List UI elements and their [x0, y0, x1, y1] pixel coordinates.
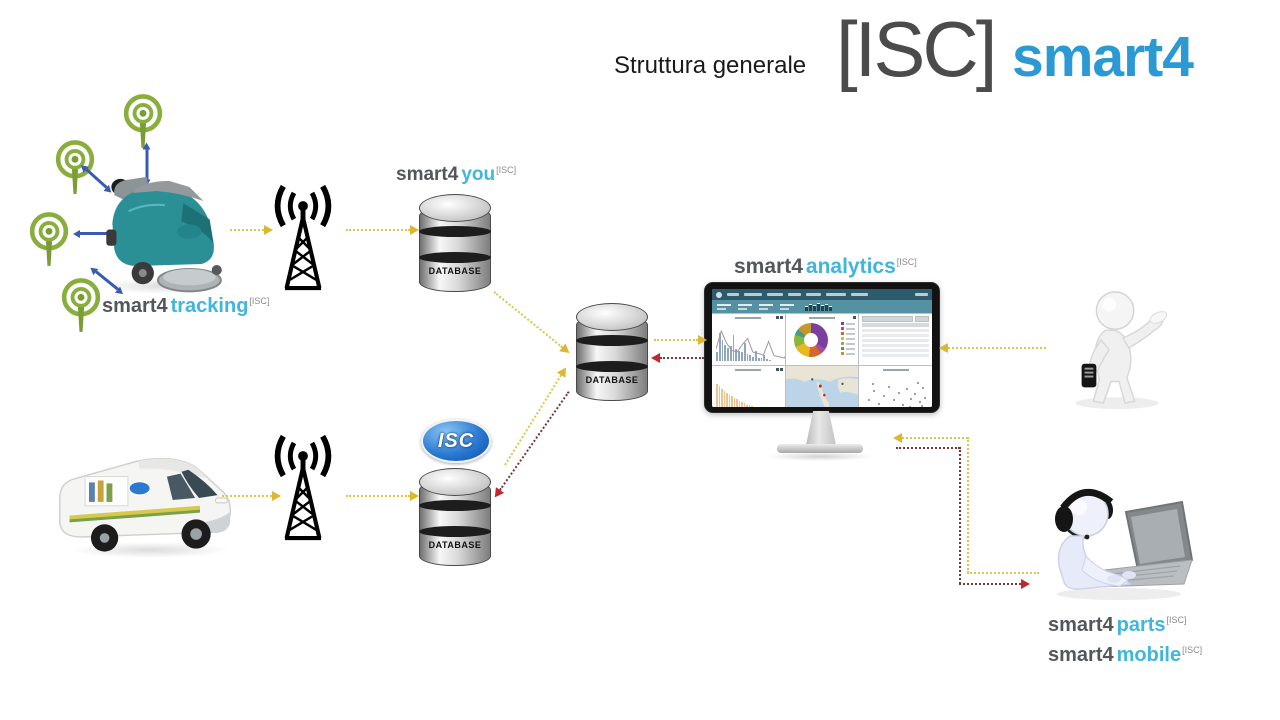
- label-base: smart4: [1048, 614, 1114, 636]
- flow-arrow-user-monitor: [939, 343, 1046, 353]
- dashboard-screen: [712, 289, 932, 407]
- label-base: smart4: [396, 164, 459, 185]
- return-arrow-central-dbisc: [490, 391, 570, 501]
- pareto-chart: [716, 382, 771, 407]
- flow-arrow-tower-dbyou: [346, 225, 419, 235]
- flow-arrow-machine-tower: [230, 225, 273, 235]
- label-accent: you: [461, 164, 496, 185]
- panel-table: [859, 314, 932, 366]
- person-with-phone-image: [1075, 291, 1168, 410]
- dashboard-navbar: [712, 289, 932, 300]
- return-arrow-monitor-central: [651, 353, 704, 363]
- flow-arrow-central-monitor: [654, 335, 707, 345]
- label-accent: mobile: [1116, 644, 1182, 666]
- database-label: DATABASE: [428, 540, 482, 550]
- database-label: DATABASE: [428, 266, 482, 276]
- flow-arrow-dbisc-central: [504, 364, 571, 466]
- logout-item: [915, 293, 928, 296]
- monitor-stand: [806, 411, 836, 445]
- flow-arrow-operator-monitor-h: [967, 572, 1039, 574]
- label-sup: [ISC]: [249, 296, 270, 307]
- panel-map: [785, 366, 859, 407]
- beacon-icon: [61, 278, 101, 332]
- flow-arrow-dbyou-central: [493, 291, 573, 357]
- flow-arrow-operator-monitor-v: [967, 437, 969, 573]
- line-overlay: [716, 329, 785, 359]
- label-sup: [ISC]: [1182, 645, 1203, 656]
- isc-logo: ISC: [421, 419, 491, 463]
- mini-histogram-icon: [805, 302, 832, 311]
- map-chart: [785, 366, 859, 407]
- flow-arrow-operator-monitor: [893, 433, 968, 443]
- floor-scrubber-image: [106, 176, 222, 293]
- support-operator-image: [1055, 489, 1194, 600]
- radio-tower-icon: [274, 434, 332, 541]
- database-central: DATABASE: [576, 303, 648, 401]
- brand-bracket: [ISC]: [836, 5, 997, 93]
- label-accent: tracking: [170, 295, 249, 317]
- label-sup: [ISC]: [496, 164, 517, 175]
- flow-arrow-tower-dbisc: [346, 491, 419, 501]
- flow-arrow-van-tower: [222, 491, 281, 501]
- database-you: DATABASE: [419, 194, 491, 292]
- database-isc: DATABASE: [419, 468, 491, 566]
- return-arrow-monitor-operator: [959, 579, 1030, 589]
- label-accent: parts: [1116, 614, 1166, 636]
- brand-name: smart4: [1012, 25, 1194, 89]
- donut-chart: [793, 323, 828, 357]
- beacon-icon: [29, 212, 69, 266]
- radio-tower-icon: [274, 184, 332, 291]
- analytics-monitor: [704, 282, 940, 413]
- return-arrow-monitor-operator-h: [896, 447, 960, 449]
- panel-donut: [785, 314, 859, 366]
- isc-logo-text: ISC: [437, 429, 475, 452]
- beacon-icon: [123, 94, 163, 148]
- label-base: smart4: [102, 295, 168, 317]
- bar-chart: [716, 329, 771, 362]
- label-sup: [ISC]: [1166, 615, 1187, 626]
- panel-scatter: [859, 366, 932, 407]
- database-label: DATABASE: [585, 375, 639, 385]
- dashboard-panels: [712, 313, 932, 407]
- label-base: smart4: [734, 255, 803, 278]
- service-van-image: [59, 457, 232, 552]
- label-base: smart4: [1048, 644, 1114, 666]
- panel-pareto: [712, 366, 785, 407]
- page-title: Struttura generale: [614, 52, 807, 79]
- monitor-base: [777, 444, 863, 453]
- label-sup: [ISC]: [896, 257, 917, 267]
- table-rows: [859, 329, 932, 357]
- beacon-icon: [55, 140, 95, 194]
- return-arrow-monitor-operator-v: [959, 447, 961, 584]
- donut-legend: [841, 322, 856, 355]
- monitor-shadow: [766, 452, 874, 461]
- label-accent: analytics: [805, 255, 896, 278]
- dashboard-filterbar: [712, 300, 932, 313]
- dashboard-logo-icon: [716, 291, 722, 298]
- panel-bars: [712, 314, 785, 366]
- scatter-chart: [862, 374, 929, 407]
